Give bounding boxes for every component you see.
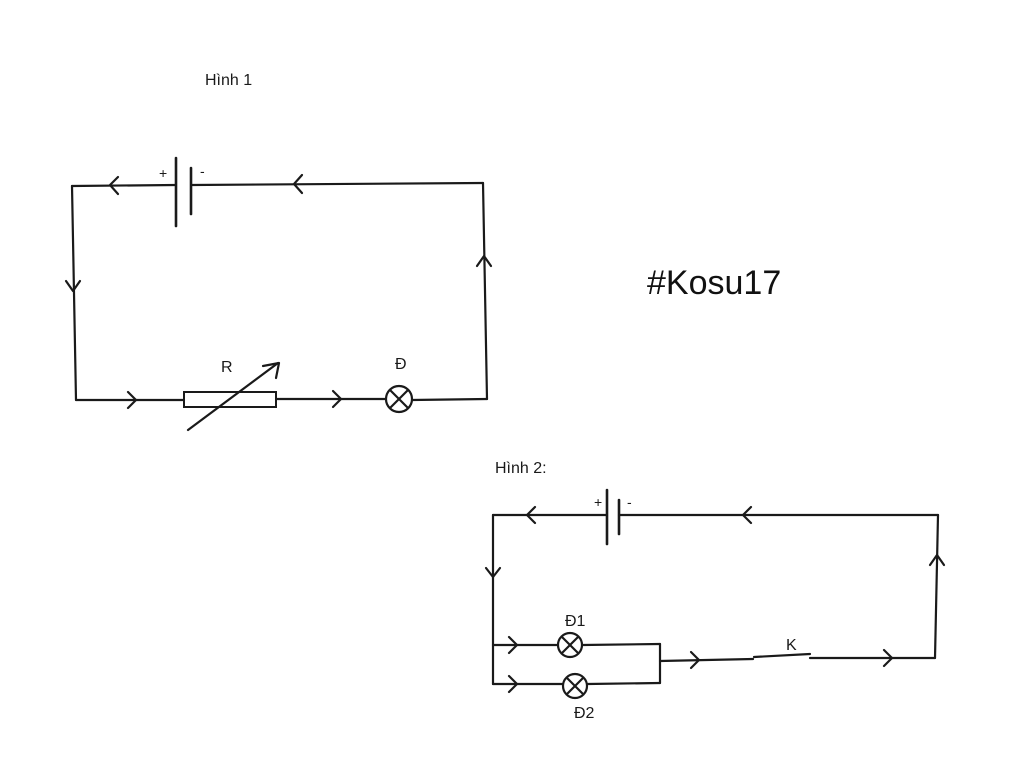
arrow2-right-up [928, 553, 946, 567]
wire2-to-switch [658, 657, 755, 663]
wire-top-left [70, 183, 178, 188]
lamp-1: Đ [384, 356, 414, 414]
lamp-d2: Đ2 [561, 672, 595, 722]
lamp-1-cross-b [388, 388, 410, 410]
wire2-branch2-right [586, 681, 662, 686]
figure-1-current-arrows [64, 173, 493, 410]
figure-1-caption: Hình 1 [205, 72, 252, 89]
wire-bottom-right [410, 397, 489, 402]
battery-1: + - [159, 156, 205, 228]
resistor-body [183, 391, 277, 408]
arrow2-to-switch [689, 650, 701, 670]
arrow-top-right [292, 173, 304, 195]
figure-2-wires [491, 513, 940, 686]
wire-right [481, 181, 489, 401]
arrow2-branch2 [507, 674, 519, 694]
resistor-label: R [221, 359, 233, 376]
arrow-bottom-left [126, 390, 138, 410]
battery-2-plus: + [594, 494, 602, 510]
arrow2-left-down [484, 566, 502, 579]
lamp-d2-label: Đ2 [574, 705, 595, 722]
arrow-top-left [108, 175, 120, 196]
figure-1: Hình 1 + - [64, 72, 493, 432]
resistor-adjust-arrow-line [186, 361, 280, 432]
switch-k-blade [752, 652, 812, 659]
lamp-d2-cross-b [565, 676, 585, 696]
arrow-bottom-middle [331, 389, 343, 409]
arrow2-branch1 [507, 635, 519, 655]
wire2-branch1-right [581, 642, 662, 647]
battery-1-plus: + [159, 165, 167, 181]
battery-2-minus: - [627, 494, 632, 510]
arrow2-from-switch [882, 648, 894, 668]
lamp-d1: Đ1 [556, 613, 586, 659]
lamp-d1-label: Đ1 [565, 613, 586, 630]
battery-2: + - [594, 488, 632, 546]
arrow2-top-right [741, 505, 753, 525]
arrow-left-down [64, 279, 82, 293]
figure-2: Hình 2: [484, 460, 946, 722]
variable-resistor: R [183, 359, 281, 432]
figure-1-wires [70, 181, 489, 402]
wire-top-right [190, 181, 485, 187]
figure-2-caption: Hình 2: [495, 460, 547, 477]
switch-k-label: K [786, 637, 797, 654]
battery-1-minus: - [200, 163, 205, 179]
watermark-text: #Kosu17 [647, 264, 781, 302]
arrow2-top-left [525, 505, 537, 525]
lamp-1-label: Đ [395, 356, 407, 373]
lamp-d1-cross-b [560, 635, 580, 655]
wire-left [70, 184, 78, 402]
arrow-right-up [475, 254, 493, 268]
wire2-right [933, 513, 940, 660]
figure-2-current-arrows [484, 505, 946, 694]
resistor-adjust-arrow-head [261, 361, 281, 380]
